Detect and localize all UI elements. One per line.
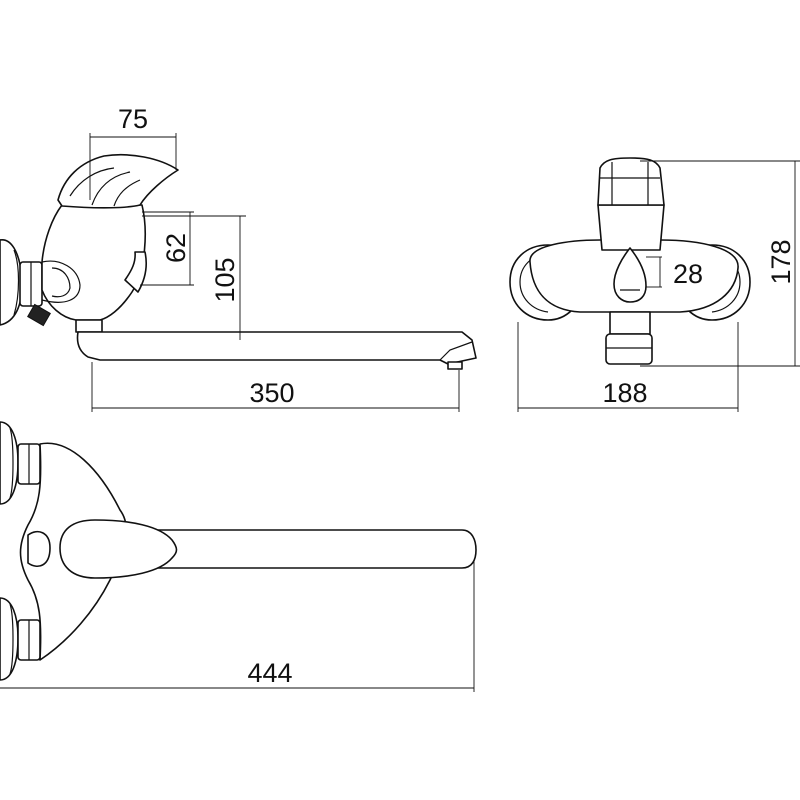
top-lever [59,519,178,579]
front-lever [613,247,647,303]
top-cap [27,531,51,567]
dim-front-handle-width: 28 [673,259,703,289]
side-diverter-knob [27,303,51,327]
dim-side-spout-reach: 350 [249,378,294,408]
dim-top-overall-length: 444 [247,658,292,688]
dim-side-spout-height: 105 [210,257,240,302]
side-handle-cap [57,153,179,209]
front-outlet-bottom [605,333,653,365]
side-outlet-block [75,319,103,333]
front-dimensions: 28 178 188 [517,160,800,412]
dim-side-body-height: 62 [161,233,191,263]
top-flange-lower [0,597,19,681]
dim-side-handle-width: 75 [118,104,148,134]
front-handle-base [597,204,665,251]
side-lever [124,251,147,293]
top-spout [107,529,477,569]
top-view [0,421,477,681]
front-handle-cap [597,157,665,206]
front-view [509,157,751,365]
side-dimensions: 75 62 105 350 [89,104,460,412]
side-spout [76,331,477,365]
front-outlet-top [609,311,651,335]
top-flange-upper [0,421,19,505]
side-aerator [447,361,463,370]
top-dimensions: 444 [0,560,475,692]
side-view [0,153,477,370]
dim-front-width: 188 [602,378,647,408]
side-body [41,204,146,321]
dim-front-height: 178 [766,239,796,284]
